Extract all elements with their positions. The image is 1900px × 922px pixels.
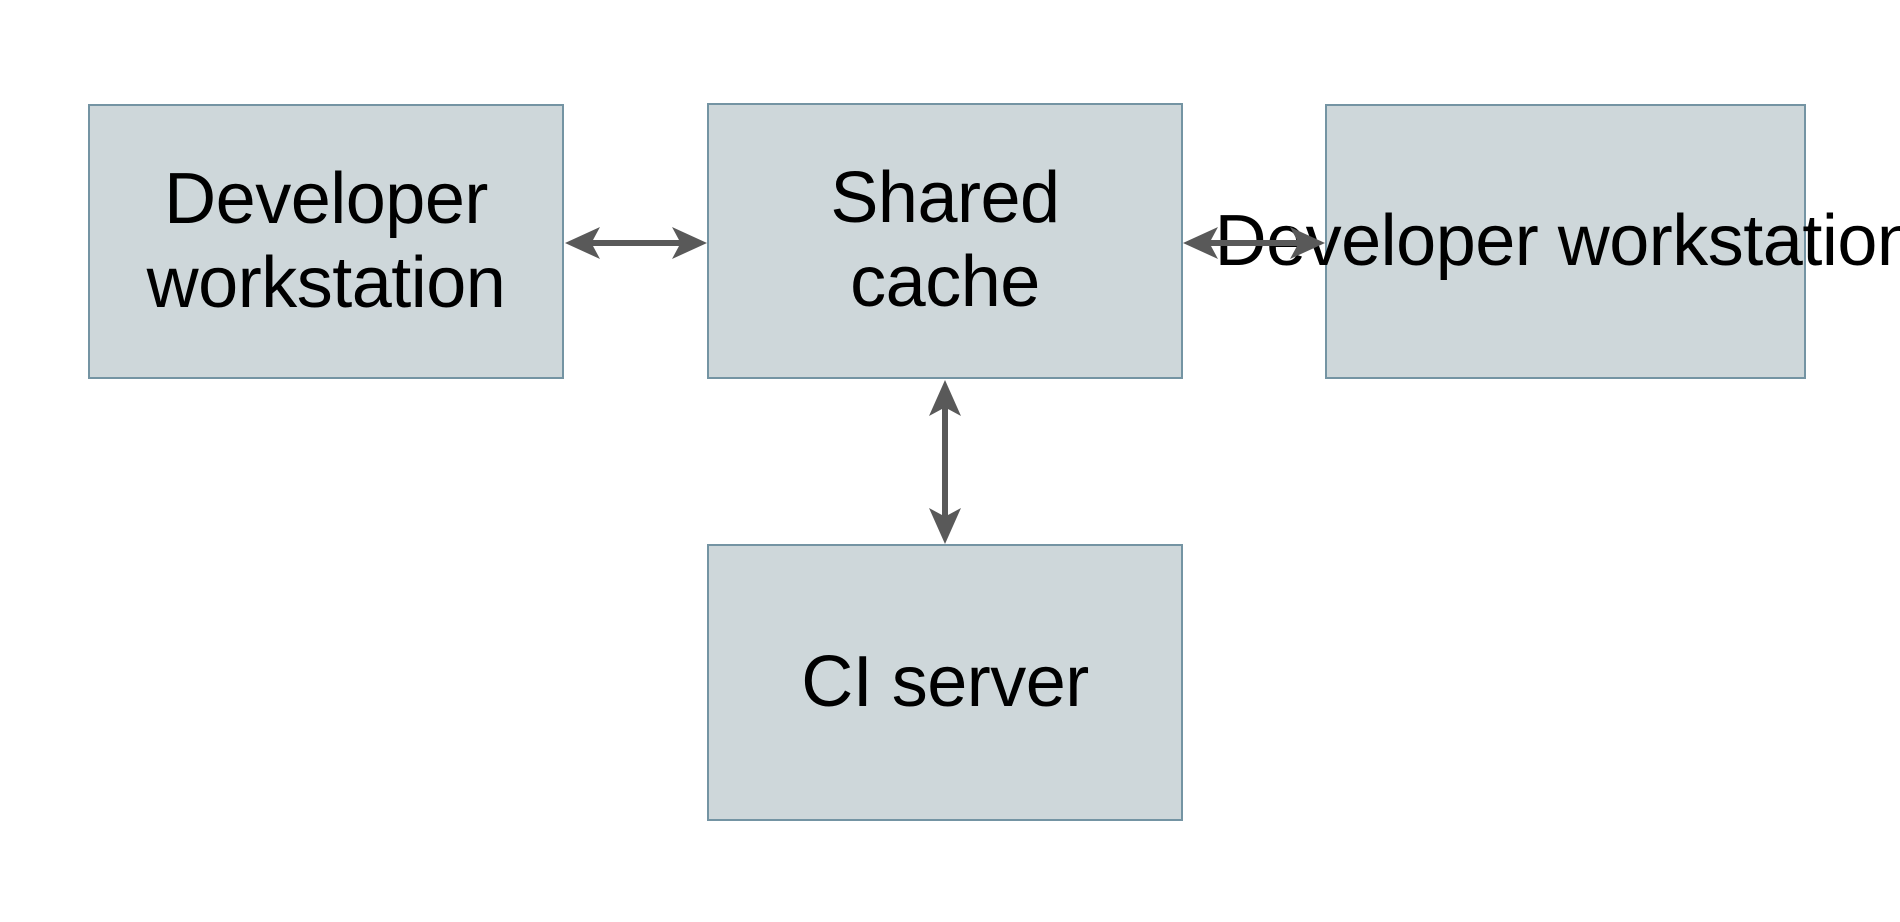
edge-shared-cache-to-ci-server[interactable] (916, 376, 974, 548)
edge-shared-cache-to-developer-workstation-right[interactable] (1178, 214, 1330, 272)
node-label: Shared cache (830, 158, 1060, 322)
node-label: Developer workstation (146, 158, 506, 323)
node-developer-workstation-left[interactable]: Developer workstation (88, 104, 564, 379)
node-label: Developer workstation (1214, 200, 1900, 281)
double-headed-arrow-icon (1183, 227, 1325, 259)
double-headed-arrow-icon (565, 227, 707, 259)
double-headed-arrow-icon (929, 380, 961, 544)
node-ci-server[interactable]: CI server (707, 544, 1183, 821)
node-shared-cache[interactable]: Shared cache (707, 103, 1183, 379)
node-label: CI server (801, 641, 1089, 722)
node-developer-workstation-right[interactable]: Developer workstation (1215, 104, 1900, 379)
edge-developer-workstation-left-to-shared-cache[interactable] (560, 214, 712, 272)
